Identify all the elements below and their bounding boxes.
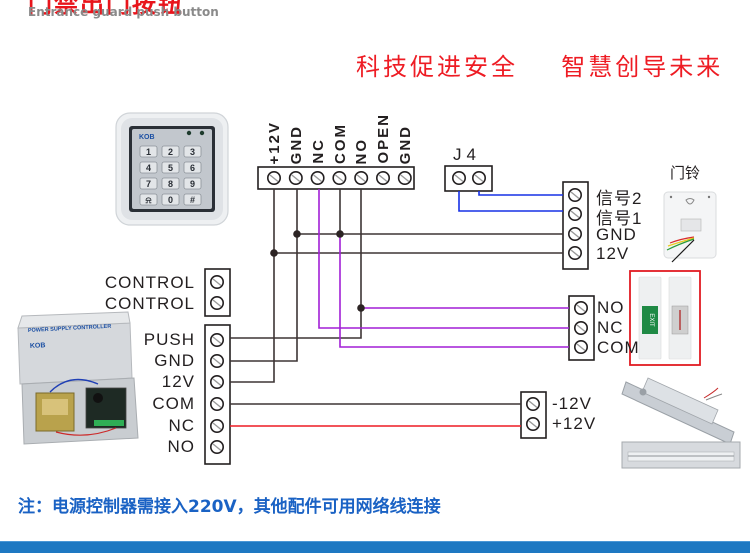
lock-label: +12V — [552, 414, 597, 433]
wire-push — [230, 189, 362, 339]
exit-button-terminal-block — [568, 295, 595, 361]
keypad-key — [183, 193, 202, 206]
exit-label: NO — [597, 298, 625, 317]
keypad-label: NO — [353, 137, 370, 165]
slogan: 科技促进安全 智慧创导未来 — [356, 47, 723, 82]
keypad-key-label: 3 — [190, 147, 195, 157]
wire-gnd — [230, 189, 298, 362]
keypad-key-label: 6 — [190, 163, 195, 173]
keypad-key — [139, 177, 158, 190]
keypad-key — [139, 161, 158, 174]
doorbell-image — [663, 191, 717, 263]
exit-label: COM — [597, 338, 640, 357]
keypad-label: GND — [397, 124, 414, 164]
screw-terminal-icon — [288, 171, 303, 185]
keypad-led-icon — [186, 130, 192, 136]
installation-note: 注：电源控制器需接入220V，其他配件可用网络线连接 — [18, 497, 441, 517]
psu-image: POWER SUPPLY CONTROLLER KOB — [17, 311, 139, 445]
keypad-key-label: 1 — [146, 147, 151, 157]
psu-label: 12V — [161, 372, 195, 391]
bell-icon: ⍾ — [146, 195, 152, 205]
psu-label: PUSH — [143, 330, 195, 349]
keypad-label: GND — [288, 124, 305, 164]
junction-dot — [293, 230, 301, 238]
psu-control-label: CONTROL — [104, 273, 195, 292]
keypad-key — [161, 177, 180, 190]
junction-dot — [270, 249, 278, 257]
keypad-key — [161, 161, 180, 174]
keypad-key — [139, 193, 158, 206]
wire-purple-com — [339, 234, 569, 348]
exit-label: NC — [597, 318, 624, 337]
wire-blue-signal1 — [458, 191, 563, 212]
j4-terminal-block — [444, 165, 493, 192]
psu-terminal-block — [204, 324, 231, 465]
keypad-key-label: 7 — [146, 179, 151, 189]
exit-button-image: EXIT — [629, 270, 701, 366]
keypad-label: +12V — [266, 120, 283, 164]
wire-junctions — [270, 230, 365, 312]
screw-terminal-icon — [375, 171, 391, 185]
doorbell-title: 门铃 — [670, 164, 701, 182]
keypad-terminal-labels: +12V GND NC COM NO OPEN GND — [264, 104, 414, 164]
doorbell-label: 信号2 — [596, 189, 643, 208]
keypad-label: COM — [332, 123, 349, 164]
doorbell-label: GND — [596, 225, 637, 244]
slogan-right: 智慧创导未来 — [561, 53, 724, 81]
doorbell-terminal-block — [562, 181, 589, 270]
psu-control-label: CONTROL — [104, 294, 195, 313]
wire-purple-nc — [318, 189, 569, 329]
keypad-key-label: # — [190, 195, 195, 205]
lock-label: -12V — [552, 394, 592, 413]
keypad-label: OPEN — [375, 113, 392, 164]
psu-label: NO — [167, 437, 195, 456]
keypad-brand: KOB — [139, 134, 155, 141]
keypad-label: NC — [310, 138, 327, 164]
keypad-key-label: 0 — [168, 195, 173, 205]
screw-terminal-icon — [332, 171, 347, 185]
header-title-cn: 门禁出门按钮 — [28, 0, 184, 18]
wire-blue-signal2 — [478, 191, 563, 196]
exit-text: EXIT — [648, 313, 654, 327]
screw-terminal-icon — [310, 171, 325, 185]
junction-dot — [336, 230, 344, 238]
psu-label: COM — [152, 394, 195, 413]
keypad-terminal-block — [257, 166, 415, 190]
doorbell-label: 12V — [596, 244, 630, 263]
screw-terminal-icon — [266, 171, 282, 185]
screw-terminal-icon — [397, 171, 412, 185]
keypad-key — [161, 145, 180, 158]
screw-terminal-icon — [354, 171, 369, 185]
wire-12v — [230, 189, 275, 383]
psu-control-block — [204, 268, 231, 317]
junction-dot — [357, 304, 365, 312]
keypad-key — [183, 145, 202, 158]
lock-terminal-block — [520, 391, 547, 439]
keypad-key — [139, 145, 158, 158]
j4-label: J4 — [453, 145, 481, 164]
magnetic-lock-image — [621, 441, 741, 469]
psu-label: GND — [154, 351, 195, 370]
keypad-key-label: 5 — [168, 163, 173, 173]
keypad-key-label: 4 — [146, 163, 151, 173]
psu-label: NC — [168, 416, 195, 435]
wires — [230, 189, 569, 427]
keypad-image: KOB 1 2 3 4 5 6 7 8 9 ⍾ 0 # — [115, 112, 229, 226]
slogan-left: 科技促进安全 — [356, 53, 518, 81]
keypad-key — [161, 193, 180, 206]
doorbell-label: 信号1 — [596, 209, 643, 228]
header-title-en: Entrance guard push button — [28, 5, 219, 19]
psu-panel-text: POWER SUPPLY CONTROLLER — [28, 324, 112, 334]
keypad-key-label: 8 — [168, 179, 173, 189]
keypad-key-label: 2 — [168, 147, 173, 157]
keypad-key — [183, 177, 202, 190]
keypad-key — [183, 161, 202, 174]
keypad-key-label: 9 — [190, 179, 195, 189]
psu-brand: KOB — [30, 342, 46, 350]
bolt-lock-image — [621, 377, 735, 445]
footer-bar — [0, 541, 750, 553]
keypad-led-icon — [199, 130, 205, 136]
